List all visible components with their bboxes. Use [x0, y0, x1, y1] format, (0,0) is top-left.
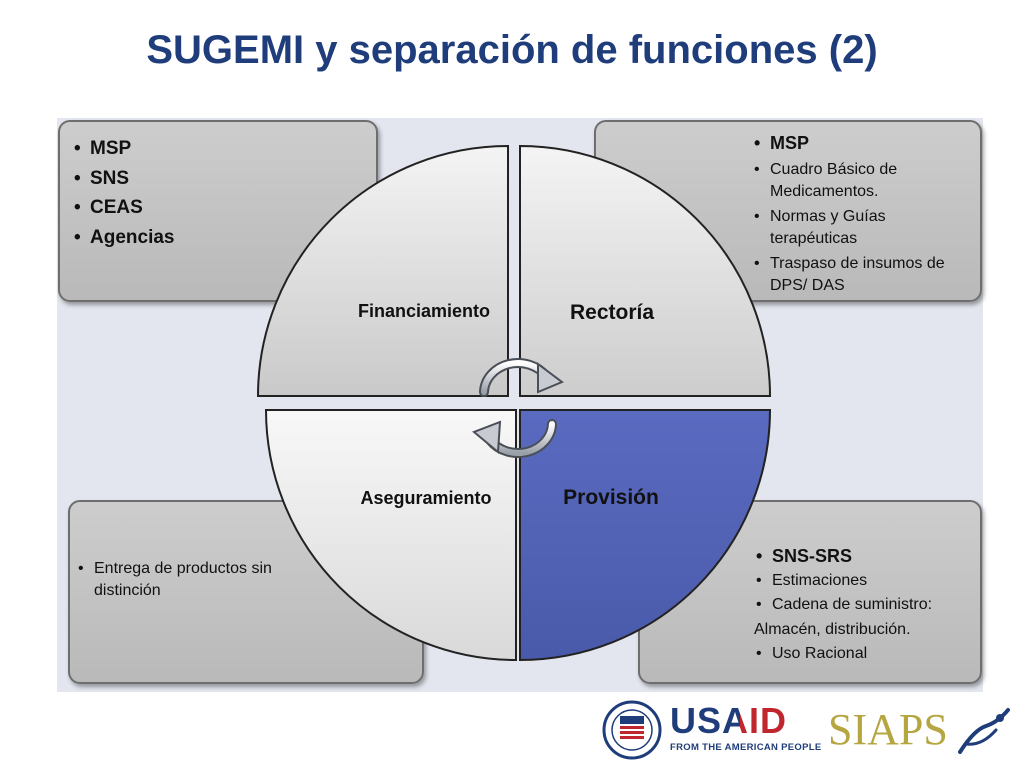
siaps-figure-icon	[958, 708, 1010, 754]
usaid-tagline: FROM THE AMERICAN PEOPLE	[670, 742, 822, 753]
list-item: Cuadro Básico de Medicamentos.	[752, 159, 976, 203]
list-item: Estimaciones	[754, 569, 980, 594]
provision-list: SNS-SRS Estimaciones Cadena de suministr…	[754, 544, 980, 667]
list-item: Entrega de productos sin distinción	[76, 558, 296, 602]
cycle-arrow-icon	[472, 419, 557, 458]
list-item: Uso Racional	[754, 642, 980, 667]
quadrant-provision	[519, 409, 772, 662]
cycle-arrow-icon	[479, 358, 564, 397]
rectoria-list: MSP Cuadro Básico de Medicamentos. Norma…	[752, 132, 976, 300]
label-provision: Provisión	[563, 486, 659, 509]
list-item: MSP	[752, 132, 976, 154]
quadrant-aseguramiento	[264, 409, 517, 662]
slide-title: SUGEMI y separación de funciones (2)	[146, 28, 878, 72]
usaid-logo-text: USAID	[670, 700, 788, 741]
siaps-logo-text: SIAPS	[828, 705, 948, 754]
financiamiento-list: MSP SNS CEAS Agencias	[72, 134, 174, 252]
list-item: Agencias	[72, 223, 174, 253]
aseguramiento-list: Entrega de productos sin distinción	[76, 558, 296, 602]
quadrant-financiamiento	[256, 144, 509, 397]
quadrant-rectoria	[519, 144, 772, 397]
footer-logos: USAID FROM THE AMERICAN PEOPLE SIAPS	[600, 696, 1020, 766]
list-item: SNS-SRS	[754, 544, 980, 569]
list-item: CEAS	[72, 193, 174, 223]
list-item: Traspaso de insumos de DPS/ DAS	[752, 253, 976, 297]
list-item: SNS	[72, 164, 174, 194]
list-item: Cadena de suministro:	[754, 593, 980, 618]
list-item: Normas y Guías terapéuticas	[752, 206, 976, 250]
label-aseguramiento: Aseguramiento	[360, 488, 491, 508]
label-financiamiento: Financiamiento	[358, 301, 490, 321]
list-item: MSP	[72, 134, 174, 164]
label-rectoria: Rectoría	[570, 301, 654, 324]
list-item: Almacén, distribución.	[754, 620, 911, 638]
usaid-seal-icon	[602, 700, 662, 760]
